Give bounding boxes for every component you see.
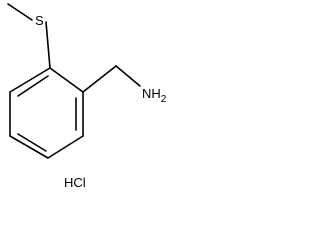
benzene-ring	[9, 67, 84, 159]
ring-bond-1	[49, 67, 84, 93]
methyl-to-sulfur-bond	[7, 3, 33, 21]
methylene-to-amine-bond	[115, 65, 141, 87]
amine-label-main: NH	[142, 86, 161, 101]
ring-bond-3	[47, 135, 84, 159]
sulfur-label: S	[35, 13, 44, 28]
amine-label: NH2	[142, 86, 167, 105]
ring-bond-6	[9, 67, 51, 93]
ring-to-methylene-bond	[82, 65, 117, 93]
sulfur-to-ring-bond	[45, 21, 51, 69]
ring-bond-4	[9, 135, 49, 159]
salt-label: HCl	[64, 175, 86, 190]
amine-label-subscript: 2	[161, 94, 167, 105]
chemical-structure: S NH2 HCl	[7, 3, 167, 190]
ring-double-bond-inner-2	[17, 133, 47, 152]
ring-double-bond-inner-3	[17, 75, 49, 97]
